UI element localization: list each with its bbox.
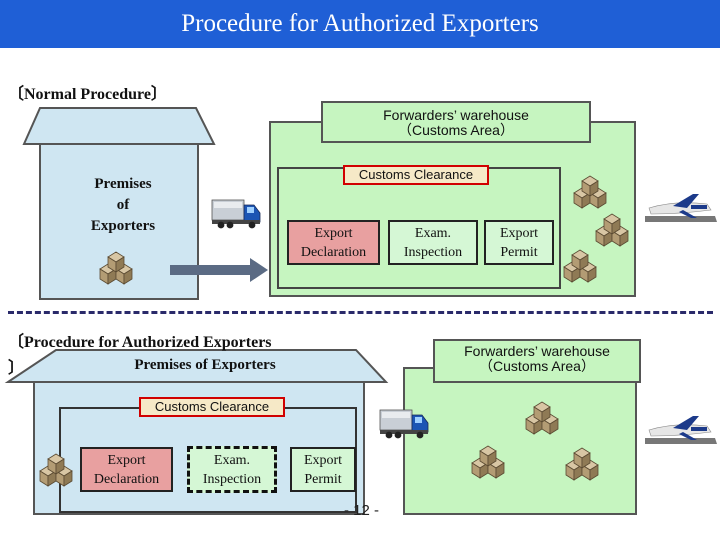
section-divider xyxy=(8,311,713,314)
warehouse-authorized xyxy=(403,367,637,515)
warehouse-roof-authorized xyxy=(433,339,641,383)
airplane-icon xyxy=(644,415,718,445)
arrow-right-icon xyxy=(170,258,268,282)
page-title-bar: Procedure for Authorized Exporters xyxy=(0,0,720,48)
page-number: - 12 - xyxy=(344,502,380,519)
normal-procedure-heading: 〔Normal Procedure〕 xyxy=(8,86,167,103)
page-title: Procedure for Authorized Exporters xyxy=(181,10,539,37)
warehouse-roof-normal xyxy=(321,101,591,143)
warehouse-label-authorized: Forwarders’ warehouse （Customs Area） xyxy=(464,343,610,374)
premises-label-normal: Premises of Exporters xyxy=(90,176,156,234)
authorized-procedure-heading-bracket: 〕 xyxy=(8,360,25,377)
customs-clearance-label-normal: Customs Clearance xyxy=(343,165,489,185)
truck-icon xyxy=(211,199,261,229)
premises-label-authorized: Premises of Exporters xyxy=(134,357,276,373)
step-exam-inspection-authorized: Exam.Inspection xyxy=(187,446,277,493)
premises-roof-normal xyxy=(22,107,216,145)
customs-clearance-label-authorized: Customs Clearance xyxy=(139,397,285,417)
authorized-procedure-heading: 〔Procedure for Authorized Exporters xyxy=(8,334,272,351)
warehouse-label-normal: Forwarders’ warehouse （Customs Area） xyxy=(383,107,529,138)
airplane-icon xyxy=(644,193,718,223)
step-exam-inspection-normal: Exam.Inspection xyxy=(388,220,478,265)
